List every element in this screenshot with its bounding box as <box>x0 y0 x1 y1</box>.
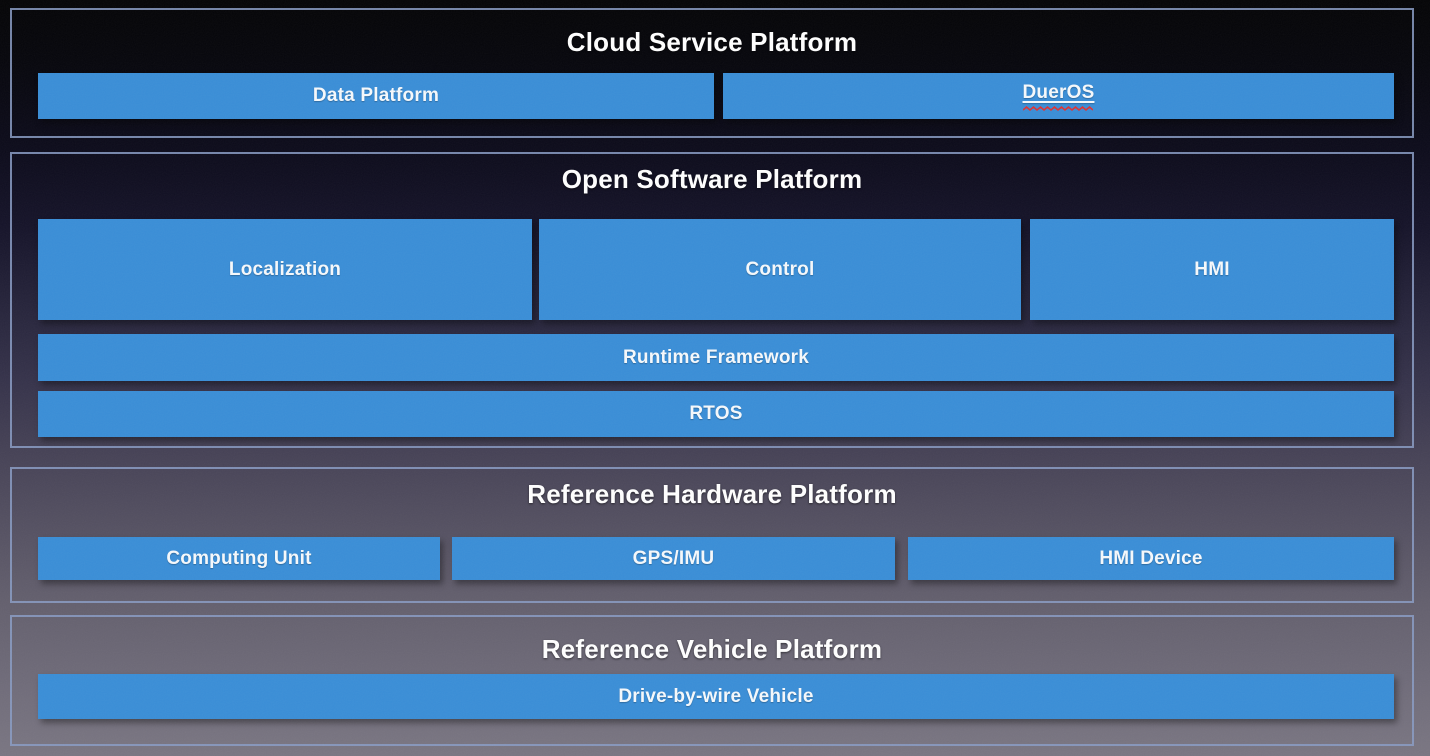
dueros-link[interactable]: DuerOS <box>1022 81 1095 103</box>
box-data-platform: Data Platform <box>38 73 714 119</box>
section-cloud-service-platform: Cloud Service Platform Data Platform Due… <box>10 8 1414 138</box>
section-reference-vehicle-platform: Reference Vehicle Platform Drive-by-wire… <box>10 615 1414 746</box>
box-hmi: HMI <box>1030 219 1394 320</box>
section-title-hardware: Reference Hardware Platform <box>527 479 897 509</box>
section-reference-hardware-platform: Reference Hardware Platform Computing Un… <box>10 467 1414 603</box>
box-label-hmi: HMI <box>1194 258 1230 280</box>
box-localization: Localization <box>38 219 532 320</box>
box-label-data-platform: Data Platform <box>312 85 440 106</box>
box-runtime-framework: Runtime Framework <box>38 334 1394 381</box>
box-rtos: RTOS <box>38 391 1394 437</box>
box-dueros: DuerOS <box>723 73 1394 119</box>
box-gps-imu: GPS/IMU <box>452 537 895 580</box>
box-label-hmi-device: HMI Device <box>1099 547 1203 569</box>
spellcheck-squiggle-icon <box>1023 105 1094 111</box>
section-open-software-platform: Open Software Platform Localization Cont… <box>10 152 1414 448</box>
section-title-vehicle: Reference Vehicle Platform <box>541 634 883 664</box>
section-title-cloud: Cloud Service Platform <box>566 27 858 57</box>
box-label-computing-unit: Computing Unit <box>166 547 312 569</box>
box-label-control: Control <box>745 258 815 280</box>
section-title-software: Open Software Platform <box>561 164 863 194</box>
box-label-localization: Localization <box>228 258 342 280</box>
box-hmi-device: HMI Device <box>908 537 1394 580</box>
box-computing-unit: Computing Unit <box>38 537 440 580</box>
box-label-rtos: RTOS <box>689 403 743 424</box>
box-label-runtime-framework: Runtime Framework <box>622 346 810 368</box>
dueros-link-stack: DuerOS <box>1023 82 1095 111</box>
box-label-drive-by-wire-vehicle: Drive-by-wire Vehicle <box>618 685 814 707</box>
box-drive-by-wire-vehicle: Drive-by-wire Vehicle <box>38 674 1394 719</box>
box-label-gps-imu: GPS/IMU <box>632 547 715 569</box>
box-control: Control <box>539 219 1021 320</box>
